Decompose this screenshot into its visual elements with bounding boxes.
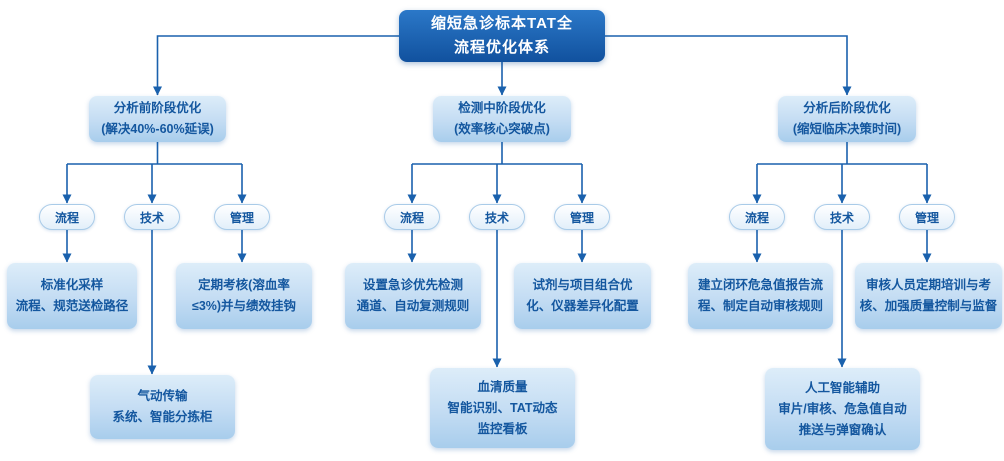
node-pre-management-detail: 定期考核(溶血率 ≤3%)并与绩效挂钩 <box>176 263 312 329</box>
node-in-testing-stage: 检测中阶段优化 (效率核心突破点) <box>433 96 571 142</box>
node-mid-technology-detail: 血清质量 智能识别、TAT动态 监控看板 <box>430 368 575 448</box>
pill-mid-process: 流程 <box>384 204 440 230</box>
pill-post-technology: 技术 <box>814 204 870 230</box>
node-pre-technology-detail: 气动传输 系统、智能分拣柜 <box>90 375 235 439</box>
post-analysis-connectors <box>752 142 932 368</box>
node-mid-management-detail: 试剂与项目组合优 化、仪器差异化配置 <box>514 263 651 329</box>
pre-analysis-connectors <box>62 142 247 375</box>
pill-post-management: 管理 <box>899 204 955 230</box>
node-post-technology-detail: 人工智能辅助 审片/审核、危急值自动 推送与弹窗确认 <box>765 368 920 450</box>
node-post-analysis-stage: 分析后阶段优化 (缩短临床决策时间) <box>778 96 916 142</box>
node-pre-analysis-stage: 分析前阶段优化 (解决40%-60%延误) <box>89 96 226 142</box>
pill-post-process: 流程 <box>729 204 785 230</box>
root-connectors <box>153 35 852 96</box>
pill-pre-process: 流程 <box>39 204 95 230</box>
node-mid-process-detail: 设置急诊优先检测 通道、自动复测规则 <box>345 263 481 329</box>
pill-mid-management: 管理 <box>554 204 610 230</box>
node-post-process-detail: 建立闭环危急值报告流 程、制定自动审核规则 <box>688 263 833 329</box>
pill-pre-technology: 技术 <box>124 204 180 230</box>
in-testing-connectors <box>407 142 587 368</box>
pill-mid-technology: 技术 <box>469 204 525 230</box>
pill-pre-management: 管理 <box>214 204 270 230</box>
node-post-management-detail: 审核人员定期培训与考 核、加强质量控制与监督 <box>855 263 1002 329</box>
root-node-title: 缩短急诊标本TAT全 流程优化体系 <box>399 10 605 62</box>
node-pre-process-detail: 标准化采样 流程、规范送检路径 <box>7 263 137 329</box>
